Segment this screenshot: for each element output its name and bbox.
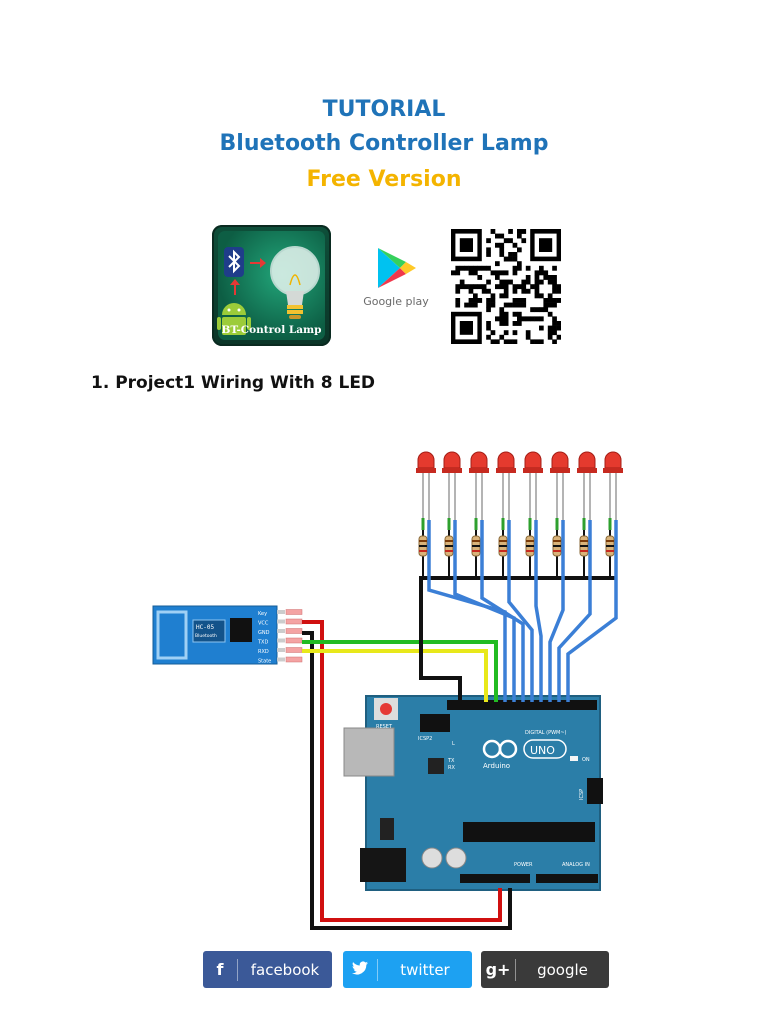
google-play-icon[interactable] — [376, 246, 416, 290]
arrow-up-icon — [230, 279, 240, 295]
svg-text:HC-05: HC-05 — [196, 624, 214, 631]
led-signal-wire — [507, 520, 534, 702]
app-icon: BT-Control Lamp — [212, 225, 331, 346]
google-play-label: Google play — [363, 295, 429, 308]
twitter-label: twitter — [400, 960, 450, 979]
bluetooth-icon — [228, 249, 241, 274]
wire-txd — [302, 640, 498, 702]
facebook-share-button[interactable]: f facebook — [203, 951, 332, 988]
led-signal-wire — [453, 520, 516, 702]
divider — [237, 958, 238, 981]
resistor — [605, 530, 615, 578]
led-signal-wire — [557, 520, 592, 702]
resistor — [579, 530, 589, 578]
resistor — [471, 530, 481, 578]
qr-code — [451, 229, 561, 344]
google-share-button[interactable]: g+ google — [481, 951, 609, 988]
android-icon — [217, 303, 251, 335]
svg-text:VCC: VCC — [258, 621, 269, 627]
twitter-icon — [343, 960, 377, 979]
svg-text:Bluetooth: Bluetooth — [195, 633, 217, 639]
section-title: 1. Project1 Wiring With 8 LED — [91, 373, 376, 393]
svg-text:L: L — [452, 741, 455, 747]
led — [603, 451, 623, 530]
svg-text:State: State — [258, 659, 271, 665]
facebook-icon: f — [216, 960, 224, 979]
svg-text:RESET: RESET — [376, 724, 393, 730]
svg-text:TXD: TXD — [257, 640, 268, 646]
svg-text:ICSP2: ICSP2 — [418, 736, 432, 742]
led — [523, 451, 543, 530]
resistor — [552, 530, 562, 578]
wire-led-gnd — [419, 578, 462, 702]
arduino-logo — [482, 739, 567, 759]
wire-gnd — [302, 631, 512, 930]
google-plus-icon: g+ — [485, 960, 511, 979]
facebook-label: facebook — [250, 960, 320, 979]
google-label: google — [537, 960, 588, 979]
led — [416, 451, 436, 530]
arduino-uno-board: RESET ICSP2 DIGITAL (PWM~) UNO Arduino L… — [343, 695, 603, 891]
resistor — [498, 530, 508, 578]
led-signal-wire — [427, 520, 507, 702]
title-version: Free Version — [306, 167, 462, 192]
twitter-share-button[interactable]: twitter — [343, 951, 472, 988]
wire-vcc — [302, 620, 502, 922]
resistor — [418, 530, 428, 578]
led-signal-wire — [534, 520, 543, 702]
led — [496, 451, 516, 530]
svg-text:DIGITAL (PWM~): DIGITAL (PWM~) — [525, 730, 567, 736]
resistor — [444, 530, 454, 578]
title-tutorial: TUTORIAL — [322, 97, 446, 122]
svg-text:TX: TX — [447, 758, 455, 764]
led-signal-wire — [480, 520, 525, 702]
resistor — [525, 530, 535, 578]
divider — [377, 958, 378, 981]
app-icon-label: BT-Control Lamp — [221, 324, 322, 336]
svg-text:RXD: RXD — [258, 649, 269, 655]
app-icon-art — [217, 246, 320, 335]
light-bulb-icon — [270, 246, 320, 319]
svg-text:Arduino: Arduino — [483, 762, 510, 770]
svg-text:ON: ON — [582, 757, 590, 763]
svg-text:GND: GND — [258, 630, 270, 636]
svg-text:POWER: POWER — [514, 862, 533, 868]
svg-text:Key: Key — [258, 611, 267, 617]
svg-text:ANALOG IN: ANALOG IN — [562, 862, 590, 868]
svg-text:ICSP: ICSP — [579, 789, 585, 800]
svg-text:RX: RX — [448, 765, 455, 771]
led — [577, 451, 597, 530]
arrow-right-icon — [250, 258, 266, 268]
led — [469, 451, 489, 530]
led — [442, 451, 462, 530]
title-app-name: Bluetooth Controller Lamp — [219, 131, 549, 156]
wire-rxd — [302, 649, 488, 702]
divider — [515, 958, 516, 981]
led-signal-wire — [548, 520, 565, 702]
led — [550, 451, 570, 530]
led-signal-wire — [566, 520, 618, 702]
svg-text:UNO: UNO — [530, 744, 555, 757]
